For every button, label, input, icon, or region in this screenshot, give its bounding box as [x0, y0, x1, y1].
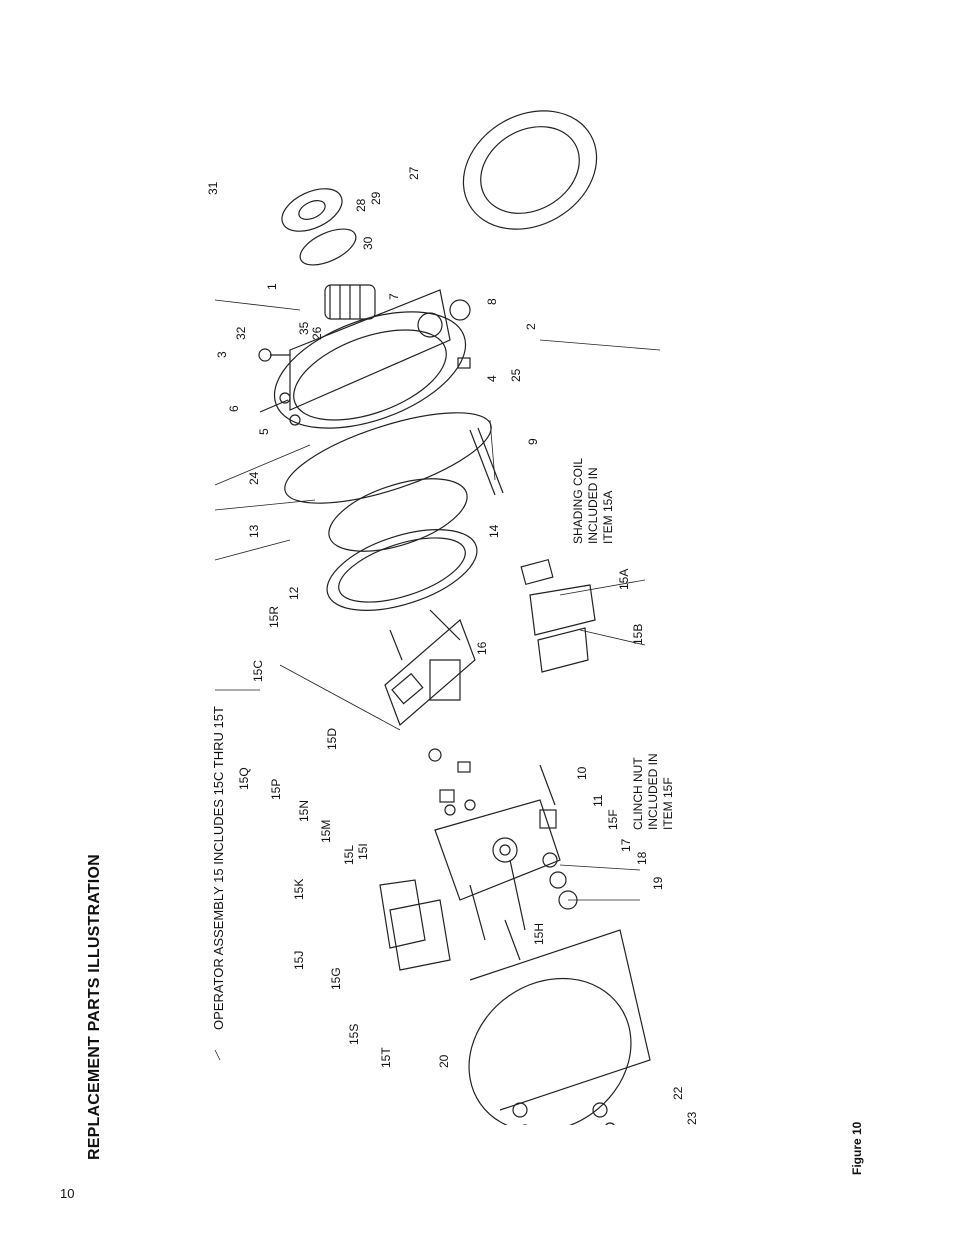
label-8: 8 [485, 298, 499, 305]
label-22: 22 [671, 1086, 685, 1100]
label-3: 3 [215, 351, 229, 358]
label-28: 28 [354, 198, 368, 212]
svg-text:ITEM 15F: ITEM 15F [661, 777, 675, 830]
label-15A: 15A [617, 569, 631, 590]
assembly-note: OPERATOR ASSEMBLY 15 INCLUDES 15C THRU 1… [211, 706, 226, 1030]
motor-housing [273, 289, 471, 429]
svg-text:SHADING COIL: SHADING COIL [571, 458, 585, 544]
label-24: 24 [247, 471, 261, 485]
label-15G: 15G [329, 967, 343, 990]
label-15Q: 15Q [237, 767, 251, 790]
label-15B: 15B [631, 624, 645, 645]
label-20: 20 [437, 1054, 451, 1068]
label-31: 31 [206, 181, 220, 195]
fasteners-22-23 [522, 1122, 615, 1125]
label-10: 10 [575, 766, 589, 780]
label-7: 7 [387, 293, 401, 300]
label-6: 6 [227, 405, 241, 412]
bearing-part [281, 188, 343, 232]
label-14: 14 [487, 524, 501, 538]
label-15M: 15M [319, 820, 333, 843]
label-4: 4 [485, 375, 499, 382]
bracket-15c [384, 618, 476, 727]
end-cover [468, 929, 651, 1125]
clinch-nut-note: CLINCH NUT INCLUDED IN ITEM 15F [631, 753, 675, 830]
label-27: 27 [407, 166, 421, 180]
screw-set [258, 348, 471, 426]
gasket-ring [462, 110, 598, 230]
shading-plate [326, 529, 478, 611]
label-18: 18 [635, 851, 649, 865]
label-29: 29 [369, 191, 383, 205]
label-9: 9 [526, 438, 540, 445]
rotor-disc [328, 478, 468, 552]
label-26: 26 [310, 326, 324, 340]
label-23: 23 [685, 1111, 699, 1125]
page-number: 10 [60, 1186, 75, 1201]
label-16: 16 [475, 641, 489, 655]
label-15J: 15J [292, 951, 306, 970]
svg-text:INCLUDED IN: INCLUDED IN [646, 753, 660, 830]
svg-text:CLINCH NUT: CLINCH NUT [631, 757, 645, 830]
seal-ring [299, 228, 357, 266]
o-ring [284, 412, 492, 504]
label-19: 19 [651, 876, 665, 890]
shading-coil-outline [520, 558, 554, 586]
base-plate [434, 799, 561, 901]
small-hardware [428, 748, 476, 816]
label-15R: 15R [267, 606, 281, 628]
svg-text:ITEM 15A: ITEM 15A [601, 491, 615, 544]
label-2: 2 [524, 323, 538, 330]
label-30: 30 [361, 236, 375, 250]
label-17: 17 [619, 838, 633, 852]
leader-lines [214, 299, 661, 1061]
label-13: 13 [247, 524, 261, 538]
long-bolts [389, 609, 557, 829]
shading-coil-note: SHADING COIL INCLUDED IN ITEM 15A [571, 458, 615, 544]
figure-caption: Figure 10 [850, 1121, 864, 1175]
label-15T: 15T [379, 1047, 393, 1068]
label-15F: 15F [606, 809, 620, 830]
svg-text:INCLUDED IN: INCLUDED IN [586, 467, 600, 544]
coil-assembly [529, 584, 596, 673]
label-15P: 15P [269, 779, 283, 800]
label-15C: 15C [251, 660, 265, 682]
nuts-washers [542, 852, 578, 910]
label-15S: 15S [347, 1024, 361, 1045]
page-heading: REPLACEMENT PARTS ILLUSTRATION [86, 854, 103, 1160]
mount-bracket [379, 879, 451, 971]
label-25: 25 [509, 368, 523, 382]
label-15H: 15H [532, 923, 546, 945]
label-32: 32 [234, 326, 248, 340]
label-5: 5 [257, 428, 271, 435]
exploded-parts-diagram: 31 28 29 27 30 1 7 8 2 32 35 26 3 4 25 6… [206, 110, 699, 1125]
label-15I: 15I [356, 843, 370, 860]
label-15L: 15L [342, 845, 356, 865]
label-11: 11 [591, 794, 605, 807]
label-15N: 15N [297, 800, 311, 822]
label-12: 12 [287, 586, 301, 600]
label-15D: 15D [325, 728, 339, 750]
label-15K: 15K [292, 879, 306, 900]
label-1: 1 [265, 283, 279, 290]
drive-gear [324, 284, 376, 320]
label-35: 35 [297, 321, 311, 335]
long-pin [469, 427, 504, 496]
springs [469, 859, 526, 961]
